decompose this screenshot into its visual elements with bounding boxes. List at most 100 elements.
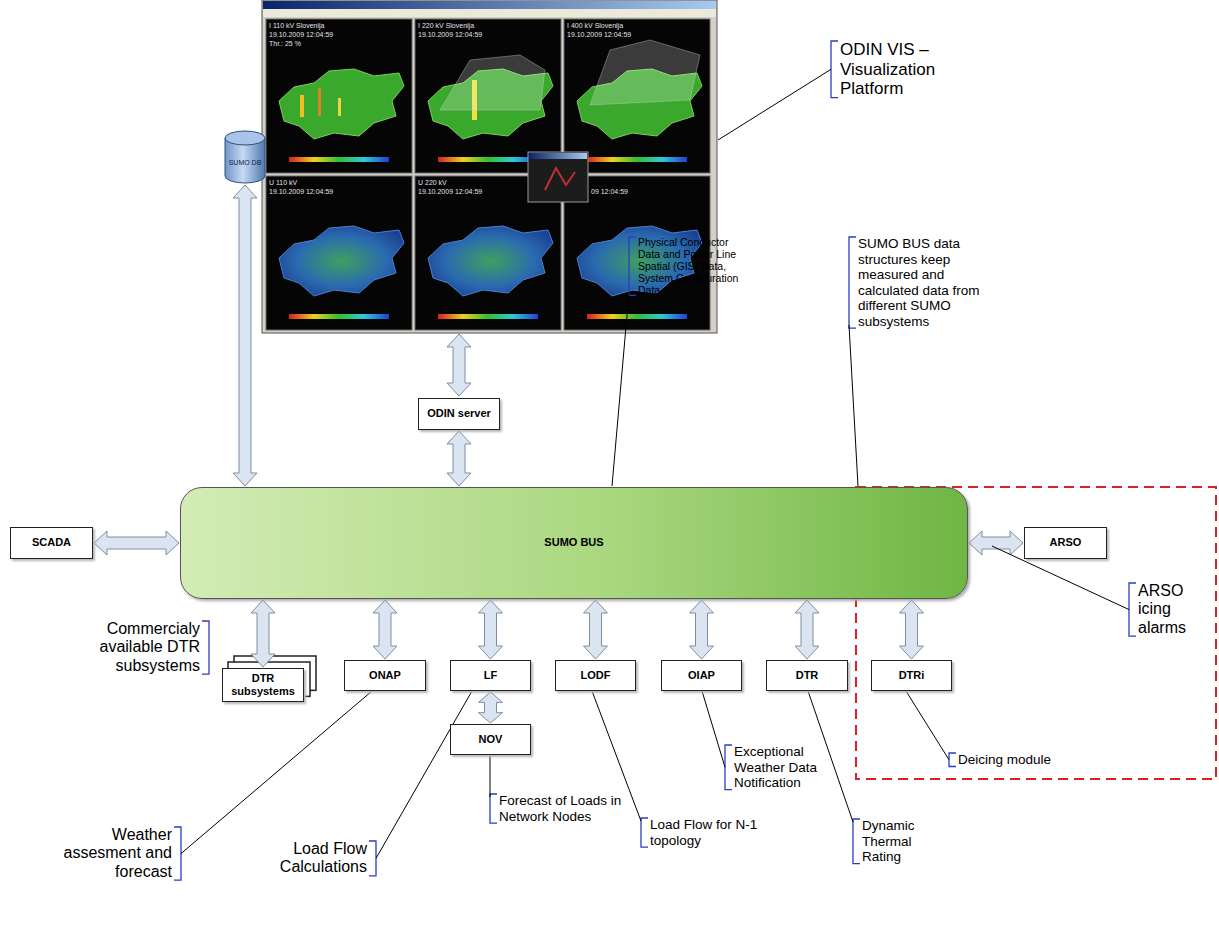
leader-line [906, 691, 949, 760]
node-label: SUMO BUS [544, 536, 603, 549]
color-scale [289, 157, 389, 162]
callout-text: Weather assesment and forecast [38, 826, 182, 881]
double-block-arrow [251, 600, 275, 667]
double-block-arrow [900, 600, 924, 659]
leader-layer [174, 41, 1136, 880]
current-wall [590, 40, 700, 105]
callout-bracket [202, 621, 209, 674]
panel-caption: 19.10.2009 12:04:59 [269, 31, 333, 38]
callout-bracket [853, 819, 860, 864]
callout-text: Dynamic Thermal Rating [852, 818, 940, 865]
subsystem-stack: DTR subsystems [222, 668, 304, 702]
panel-caption: I 110 kV Slovenija [269, 22, 325, 29]
node-label: NOV [479, 733, 503, 746]
color-scale [289, 314, 389, 319]
color-scale [587, 157, 687, 162]
module-box: LF [450, 660, 531, 691]
panel-background [564, 19, 710, 173]
callout-text: Load Flow for N-1 topology [640, 817, 772, 848]
panel-caption: 19.10.2009 12:04:59 [418, 31, 482, 38]
leader-line [808, 691, 853, 822]
module-box: OIAP [661, 660, 742, 691]
current-bar [338, 98, 341, 116]
callout-bracket [369, 841, 376, 876]
map-panel [564, 19, 710, 173]
node-label: DTR subsystems [228, 672, 298, 698]
leader-line [490, 756, 491, 797]
country-map [428, 226, 553, 296]
leader-line [181, 691, 372, 854]
node-label: ODIN server [427, 407, 491, 420]
system-box: SCADA [10, 527, 93, 559]
database-cylinder: SUMO DB [224, 130, 266, 184]
module-box: DTRi [871, 660, 952, 691]
leader-line [612, 292, 629, 486]
cylinder-shape [224, 130, 266, 184]
module-box: DTR [766, 660, 848, 691]
double-block-arrow [479, 692, 503, 723]
node-label: OIAP [688, 669, 715, 682]
panel-caption: U 220 kV [418, 179, 447, 186]
node-label: DTRi [899, 669, 925, 682]
color-scale [438, 314, 538, 319]
callout-bracket [1129, 583, 1136, 636]
callout-bracket [174, 827, 181, 880]
map-panel [415, 19, 561, 173]
callout-bracket [490, 794, 497, 823]
leader-line [702, 691, 725, 767]
node-label: LODF [581, 669, 611, 682]
color-scale [587, 314, 687, 319]
module-box: NOV [450, 724, 531, 755]
node-label: ONAP [369, 669, 401, 682]
node-label: SCADA [32, 536, 71, 549]
double-block-arrow [969, 531, 1023, 555]
callout-text: Physical Conductor Data and Power Line S… [628, 236, 742, 296]
map-panel [266, 19, 412, 173]
node-label: LF [484, 669, 497, 682]
double-block-arrow [584, 600, 608, 659]
callout-bracket [641, 818, 648, 847]
panel-caption: U 110 kV [269, 179, 297, 186]
callout-bracket [949, 753, 956, 767]
system-box: ARSO [1024, 527, 1107, 559]
leader-line [718, 69, 831, 140]
panel-background [266, 176, 412, 330]
bus-bar: SUMO BUS [180, 487, 968, 599]
callout-text: ODIN VIS – Visualization Platform [830, 40, 980, 99]
node-label: ARSO [1050, 536, 1082, 549]
server-box: ODIN server [418, 398, 500, 430]
node-label: DTR [796, 669, 819, 682]
callout-bracket [629, 237, 636, 295]
panel-caption: 19.10.2009 12:04:59 [418, 188, 482, 195]
panel-background [415, 19, 561, 173]
panel-caption: 19.10.2009 12:04:59 [269, 188, 333, 195]
panel-caption: I 220 kV Slovenija [418, 22, 474, 29]
about-window [528, 152, 588, 202]
panel-background [266, 19, 412, 173]
callout-text: SUMO BUS data structures keep measured a… [848, 236, 988, 329]
leader-line [849, 325, 858, 486]
current-wall [440, 55, 545, 110]
current-bar [318, 88, 321, 116]
module-box: LODF [555, 660, 636, 691]
callout-bracket [849, 237, 856, 328]
cylinder-top [225, 131, 265, 145]
callout-text: ARSO icing alarms [1128, 582, 1212, 637]
panel-caption: I 400 kV Slovenija [567, 22, 623, 29]
panel-caption: Thr.: 25 % [269, 40, 301, 47]
callout-bracket [831, 41, 838, 98]
connector-layer [94, 185, 1023, 723]
panel-caption: 09 12:04:59 [591, 188, 628, 195]
block-arrow [447, 334, 471, 396]
logo-mark [545, 168, 575, 190]
double-block-arrow [795, 600, 819, 659]
callout-text: Commercialy available DTR subsystems [58, 620, 210, 675]
country-map [279, 69, 404, 139]
map-panel [266, 176, 412, 330]
double-block-arrow [94, 531, 179, 555]
country-map [279, 226, 404, 296]
callout-text: Deicing module [948, 752, 1098, 768]
panel-caption: 19.10.2009 12:04:59 [567, 31, 631, 38]
